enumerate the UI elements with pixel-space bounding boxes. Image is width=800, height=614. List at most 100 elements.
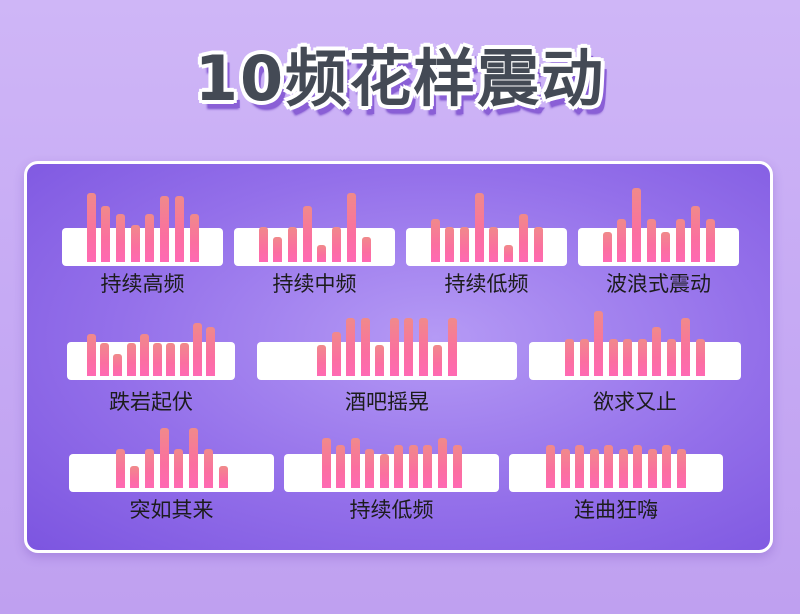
vibration-bar xyxy=(389,318,399,376)
mode-bars xyxy=(529,306,741,380)
vibration-bar xyxy=(346,318,356,376)
mode-card-6[interactable] xyxy=(257,306,517,380)
vibration-bar xyxy=(100,343,110,376)
mode-card-10[interactable] xyxy=(509,416,723,492)
vibration-bar xyxy=(696,339,705,376)
vibration-bar xyxy=(518,214,528,262)
vibration-bar xyxy=(618,449,628,488)
mode-label: 持续中频 xyxy=(272,272,357,296)
vibration-bar xyxy=(101,206,111,262)
vibration-bar xyxy=(646,219,656,262)
mode-card-2[interactable] xyxy=(234,182,395,266)
vibration-bar xyxy=(317,345,326,376)
vibration-bar xyxy=(448,318,457,376)
vibration-bar xyxy=(677,449,686,488)
vibration-bar xyxy=(666,339,676,376)
mode-bars xyxy=(69,416,274,492)
vibration-bar xyxy=(452,445,462,488)
vibration-bar xyxy=(394,445,404,488)
vibration-bar xyxy=(153,343,163,376)
vibration-bar xyxy=(159,428,169,488)
mode-bars xyxy=(234,182,395,266)
vibration-bar xyxy=(321,438,331,488)
vibration-bar xyxy=(166,343,176,376)
vibration-bar xyxy=(86,193,96,262)
vibration-bar xyxy=(575,445,585,488)
mode-label: 突如其来 xyxy=(129,498,214,522)
vibration-bar xyxy=(160,196,170,262)
mode-base xyxy=(509,454,723,492)
vibration-bar xyxy=(379,454,389,488)
vibration-bar xyxy=(633,445,643,488)
mode-bars xyxy=(578,182,739,266)
vibration-bar xyxy=(418,318,428,376)
mode-card-5[interactable] xyxy=(67,306,235,380)
mode-bars xyxy=(509,416,723,492)
vibration-bar xyxy=(602,232,612,262)
modes-panel: 持续高频 持续中频 持续低频 波浪式震动 跌岩起伏 酒吧摇晃 欲求又止 突如其来… xyxy=(24,161,773,553)
vibration-bar xyxy=(437,438,447,488)
vibration-bar xyxy=(445,227,455,262)
mode-card-8[interactable] xyxy=(69,416,274,492)
vibration-bar xyxy=(336,445,346,488)
vibration-bar xyxy=(560,449,570,488)
vibration-bar xyxy=(273,237,283,262)
vibration-bar xyxy=(589,449,599,488)
mode-label: 持续高频 xyxy=(100,272,185,296)
vibration-bar xyxy=(218,466,228,488)
mode-label: 跌岩起伏 xyxy=(109,390,193,414)
vibration-bar xyxy=(130,225,140,262)
vibration-bar xyxy=(365,449,375,488)
mode-label: 波浪式震动 xyxy=(606,272,711,296)
vibration-bar xyxy=(459,227,469,262)
vibration-bar xyxy=(126,343,136,376)
vibration-bar xyxy=(579,339,589,376)
page-title: 10频花样震动 xyxy=(194,42,606,115)
mode-label: 欲求又止 xyxy=(593,390,677,414)
mode-label: 连曲狂嗨 xyxy=(574,498,658,522)
mode-card-1[interactable] xyxy=(62,182,223,266)
vibration-bar xyxy=(258,227,268,262)
vibration-bar xyxy=(332,227,342,262)
vibration-bar xyxy=(87,334,96,376)
vibration-bar xyxy=(192,323,202,376)
vibration-bar xyxy=(533,227,543,262)
vibration-bar xyxy=(317,245,327,262)
mode-card-3[interactable] xyxy=(406,182,567,266)
vibration-bar xyxy=(408,445,418,488)
mode-card-4[interactable] xyxy=(578,182,739,266)
mode-base xyxy=(529,342,741,380)
vibration-bar xyxy=(302,206,312,262)
vibration-bar xyxy=(608,339,618,376)
vibration-bar xyxy=(203,449,213,488)
mode-card-7[interactable] xyxy=(529,306,741,380)
vibration-bar xyxy=(174,196,184,262)
vibration-bar xyxy=(489,227,499,262)
mode-bars xyxy=(62,182,223,266)
mode-base xyxy=(69,454,274,492)
vibration-bar xyxy=(604,445,614,488)
vibration-bar xyxy=(375,345,385,376)
vibration-bar xyxy=(631,188,641,262)
vibration-bar xyxy=(404,318,414,376)
vibration-bar xyxy=(474,193,484,262)
vibration-bar xyxy=(189,214,199,262)
mode-card-9[interactable] xyxy=(284,416,499,492)
vibration-bar xyxy=(546,445,555,488)
mode-bars xyxy=(257,306,517,380)
vibration-bar xyxy=(331,332,341,376)
mode-label: 酒吧摇晃 xyxy=(345,390,429,414)
vibration-bar xyxy=(637,339,647,376)
vibration-bar xyxy=(346,193,356,262)
vibration-bar xyxy=(189,428,199,488)
vibration-bar xyxy=(676,219,686,262)
vibration-bar xyxy=(115,449,125,488)
vibration-bar xyxy=(681,318,691,376)
vibration-bar xyxy=(360,318,370,376)
vibration-bar xyxy=(287,227,297,262)
vibration-bar xyxy=(179,343,189,376)
vibration-bar xyxy=(661,232,671,262)
mode-bars xyxy=(406,182,567,266)
vibration-bar xyxy=(139,334,149,376)
vibration-bar xyxy=(504,245,514,262)
